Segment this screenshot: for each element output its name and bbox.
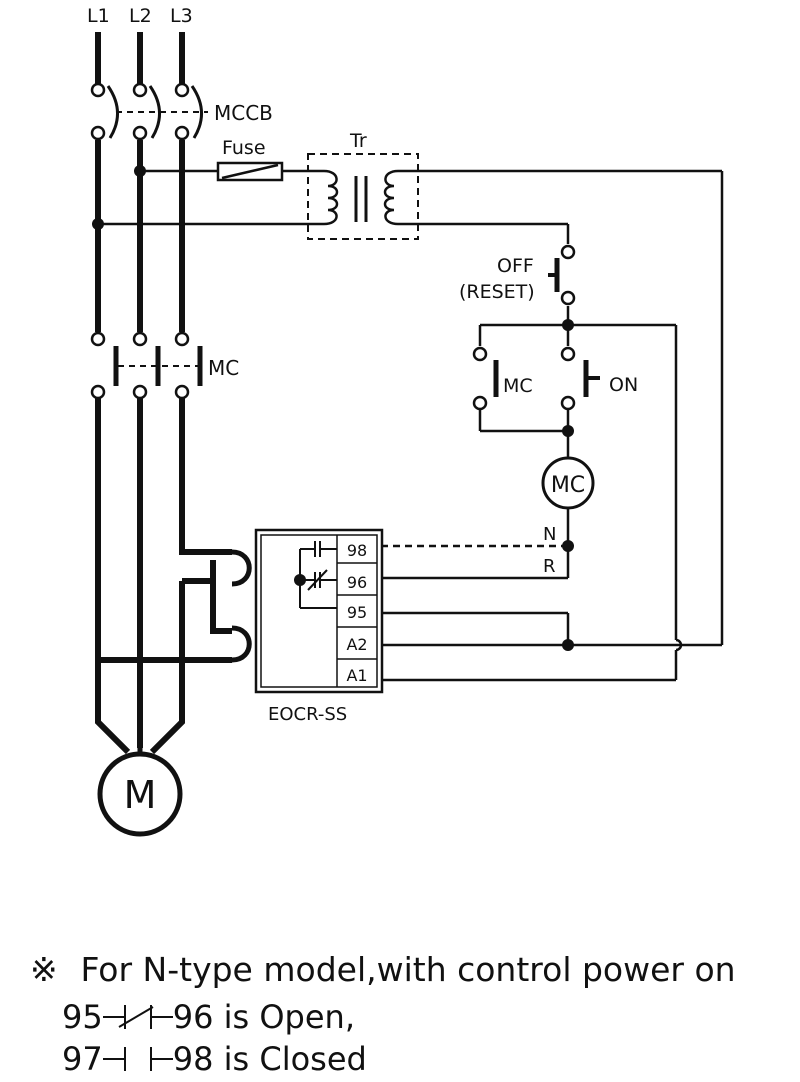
control-wiring: [98, 169, 724, 682]
mc-coil: [541, 456, 595, 510]
label-motor: M: [124, 773, 157, 817]
label-l1: L1: [87, 5, 110, 27]
label-mccb: MCCB: [214, 101, 273, 125]
eocr-terminals: 98 96 95 A2 A1: [346, 541, 367, 685]
terminal-98: 98: [347, 541, 367, 560]
motor: [97, 748, 183, 837]
terminal-a2: A2: [346, 635, 367, 654]
label-l2: L2: [129, 5, 152, 27]
main-power-lines: [95, 32, 232, 755]
note-mark: ※: [30, 950, 58, 989]
mc-aux-contact: [472, 346, 499, 411]
note-97: 97: [62, 1040, 103, 1078]
label-on: ON: [609, 374, 638, 396]
ct-loops: [231, 549, 252, 663]
terminal-96: 96: [347, 573, 367, 592]
label-mc-aux: MC: [503, 375, 533, 397]
label-l3: L3: [170, 5, 193, 27]
nc-contact-symbol: [102, 1005, 173, 1029]
terminal-a1: A1: [346, 666, 367, 685]
note-98-text: 98 is Closed: [172, 1040, 367, 1078]
note-95: 95: [62, 998, 103, 1036]
label-mc-coil: MC: [551, 473, 585, 498]
transformer: [307, 153, 419, 240]
fuse: [216, 161, 284, 182]
no-contact-symbol: [102, 1047, 173, 1071]
label-reset: (RESET): [459, 281, 535, 303]
note-96-text: 96 is Open,: [172, 998, 355, 1036]
mccb-breaker: [90, 82, 208, 141]
eocr-ss-relay: [254, 528, 384, 694]
label-tr: Tr: [349, 130, 367, 152]
note-line-3: 97 98 is Closed: [62, 1040, 367, 1078]
junction-dots: [92, 165, 574, 651]
note-line-1: ※ For N-type model,with control power on: [30, 950, 736, 989]
label-fuse: Fuse: [222, 137, 266, 159]
label-mc-main: MC: [208, 356, 239, 380]
note-text-1: For N-type model,with control power on: [80, 950, 736, 989]
label-r: R: [543, 556, 556, 577]
note-line-2: 95 96 is Open,: [62, 998, 355, 1036]
mc-main-contactor: [90, 331, 203, 400]
label-off: OFF: [497, 255, 534, 277]
terminal-95: 95: [347, 603, 367, 622]
wiring-diagram: L1 L2 L3 MCCB: [87, 5, 724, 837]
label-n: N: [543, 524, 556, 545]
on-button: [560, 346, 600, 411]
label-eocr-ss: EOCR-SS: [268, 704, 347, 725]
off-reset-button: [548, 244, 576, 306]
